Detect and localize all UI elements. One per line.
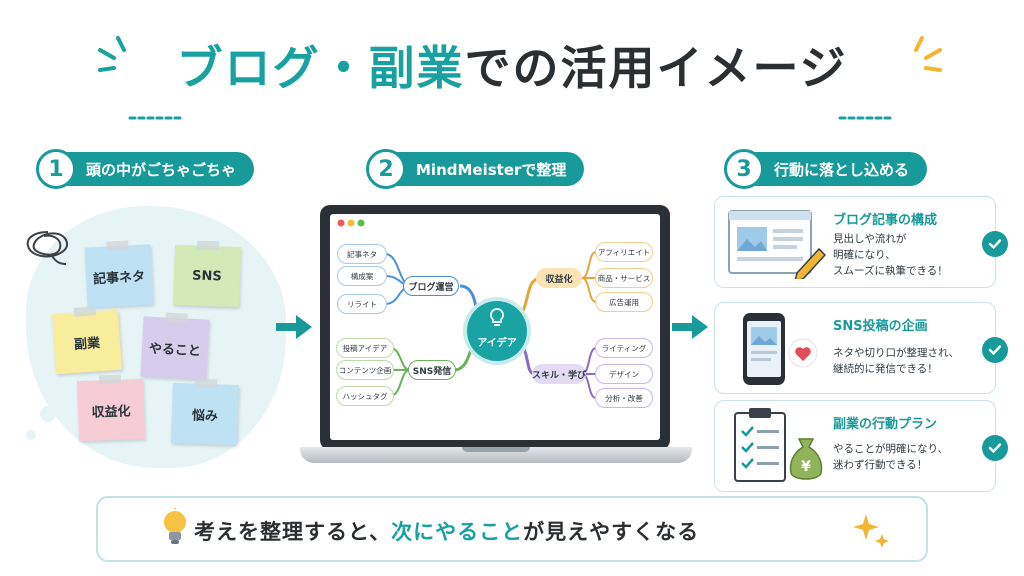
card-line: スムーズに執筆できる！	[833, 265, 948, 277]
mindmap-node-blog: ブログ運営	[403, 276, 459, 296]
decor-dots	[128, 116, 184, 120]
sticky-note: 悩み	[170, 382, 240, 446]
laptop-base	[300, 447, 692, 463]
mindmap-leaf: 投稿アイデア	[336, 338, 394, 358]
mindmap-leaf: 構成案	[337, 266, 387, 286]
sticky-note: SNS	[172, 244, 242, 308]
mindmap-node-sns: SNS発信	[408, 360, 456, 380]
sparkle-icon	[853, 514, 889, 548]
lightbulb-icon	[490, 308, 504, 326]
card-description: ネタや切り口が整理され、 継続的に発信できる！	[833, 345, 959, 377]
card-line: 迷わず行動できる！	[833, 459, 928, 471]
arrow-right-icon	[672, 315, 708, 339]
thought-bubble	[26, 430, 36, 440]
check-icon	[982, 337, 1008, 363]
step-1-pill: 1 頭の中がごちゃごちゃ	[36, 149, 255, 189]
svg-text:¥: ¥	[801, 459, 811, 475]
mindmap-leaf: 広告運用	[595, 292, 653, 312]
step-label: 頭の中がごちゃごちゃ	[86, 160, 237, 179]
mindmap-leaf: リライト	[337, 294, 387, 314]
mindmap-leaf: ハッシュタグ	[336, 386, 394, 406]
sticky-note: やること	[140, 316, 210, 380]
summary-text-part: 考えを整理すると、	[194, 520, 392, 544]
title-rest: での活用イメージ	[464, 41, 848, 95]
mindmap-leaf: デザイン	[595, 364, 653, 384]
card-line: 明確になり、	[833, 249, 896, 261]
card-description: やることが明確になり、 迷わず行動できる！	[833, 441, 948, 473]
check-icon	[982, 231, 1008, 257]
decor-dots	[838, 116, 894, 120]
smartphone-heart-icon	[743, 313, 818, 385]
card-title: ブログ記事の構成	[833, 213, 938, 228]
card-description: 見出しや流れが 明確になり、 スムーズに執筆できる！	[833, 231, 948, 279]
check-icon	[982, 435, 1008, 461]
result-card-sns: SNS投稿の企画 ネタや切り口が整理され、 継続的に発信できる！	[714, 302, 1008, 394]
step-label: 行動に落とし込める	[774, 160, 910, 179]
step-number: 2	[366, 149, 406, 189]
thought-bubble	[40, 406, 56, 422]
result-card-blog: ブログ記事の構成 見出しや流れが 明確になり、 スムーズに執筆できる！	[714, 196, 1008, 288]
step-number: 1	[36, 149, 76, 189]
step-label: MindMeisterで整理	[416, 160, 567, 179]
summary-banner	[96, 496, 928, 562]
summary-text-part: が見えやすくなる	[523, 520, 700, 544]
mindmap-center-label: アイデア	[477, 338, 517, 349]
mindmap-leaf: コンテンツ企画	[336, 360, 394, 380]
arrow-right-icon	[276, 315, 312, 339]
mindmap-leaf: アフィリエイト	[595, 242, 653, 262]
sparkle-lines-icon	[98, 36, 126, 72]
card-line: ネタや切り口が整理され、	[833, 347, 960, 359]
sparkle-lines-icon	[914, 36, 942, 72]
step-2-pill: 2 MindMeisterで整理	[366, 149, 585, 189]
step-number: 3	[724, 149, 764, 189]
mindmap-node-skill: スキル・学び	[532, 364, 586, 384]
mindmap-center-node	[467, 301, 527, 361]
mindmap-leaf: 記事ネタ	[337, 244, 387, 264]
mindmap-leaf: ライティング	[595, 338, 653, 358]
card-line: やることが明確になり、	[833, 443, 949, 455]
page-title: ブログ・副業での活用イメージ	[0, 32, 1024, 98]
sticky-note: 記事ネタ	[84, 244, 154, 308]
summary-text-highlight: 次にやること	[391, 520, 524, 544]
mindmap-leaf: 分析・改善	[595, 388, 653, 408]
checklist-moneybag-icon: ¥	[734, 408, 823, 482]
mindmap-leaf: 商品・サービス	[595, 268, 653, 288]
sticky-note: 収益化	[76, 378, 146, 442]
card-line: 見出しや流れが	[833, 233, 907, 245]
summary-text: 考えを整理すると、次にやることが見えやすくなる	[194, 516, 699, 546]
document-pencil-icon	[728, 210, 827, 279]
mindmap-node-income: 収益化	[536, 268, 582, 288]
result-card-side-job: ¥ 副業の行動プラン やることが明確になり、 迷わず行動できる！	[714, 400, 1008, 492]
step-3-pill: 3 行動に落とし込める	[724, 149, 928, 189]
window-controls-icon	[337, 219, 365, 227]
lightbulb-icon	[164, 508, 186, 544]
card-title: 副業の行動プラン	[833, 417, 938, 432]
scribble-icon	[26, 231, 68, 265]
title-highlight: ブログ・副業	[176, 41, 465, 95]
card-line: 継続的に発信できる！	[833, 363, 938, 375]
card-title: SNS投稿の企画	[833, 319, 928, 334]
sticky-note: 副業	[51, 309, 123, 375]
laptop-notch	[462, 447, 530, 452]
